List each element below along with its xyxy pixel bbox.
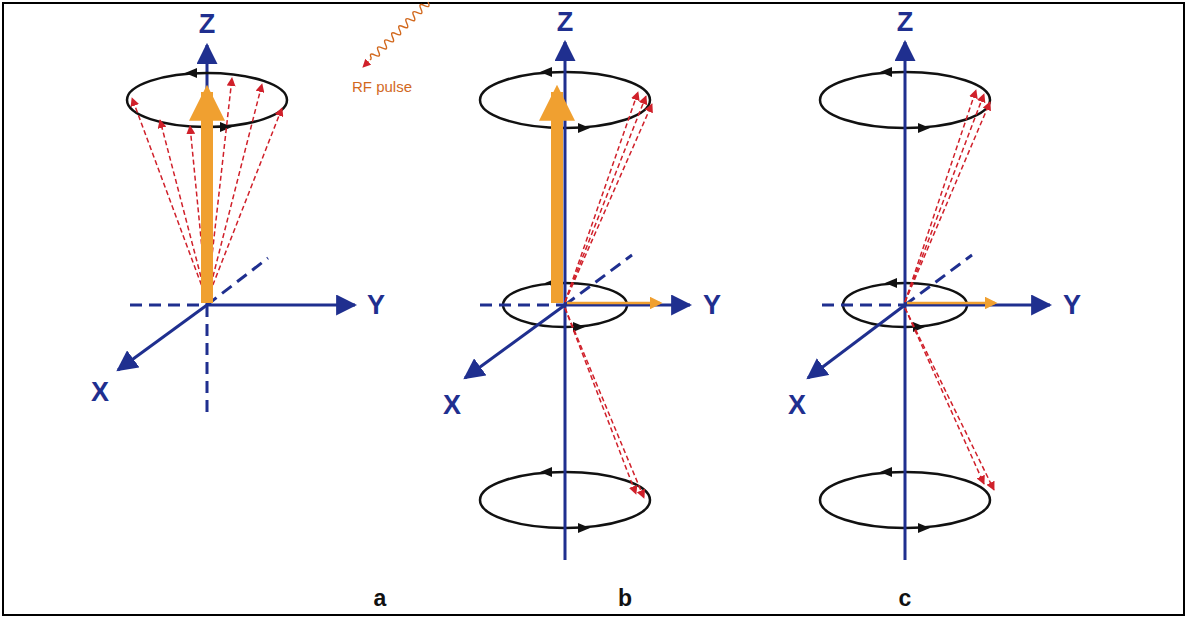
axis-label: X	[443, 392, 461, 419]
axis-label: Z	[199, 11, 216, 38]
axis-label: Y	[367, 292, 385, 319]
panel-a	[118, 45, 355, 415]
axis-label: X	[91, 379, 109, 406]
axis-label: Z	[897, 9, 914, 36]
rf-pulse-wave	[360, 0, 430, 70]
panel-c	[808, 42, 1050, 560]
pulse-label: RF pulse	[352, 79, 412, 94]
axis-label: X	[788, 392, 806, 419]
panel-letter: c	[899, 587, 912, 610]
panel-letter: a	[374, 587, 387, 610]
panel-letter: b	[618, 587, 632, 610]
axis-label: Y	[703, 292, 721, 319]
axis-label: Y	[1063, 292, 1081, 319]
axis-label: Z	[557, 9, 574, 36]
panel-b	[465, 42, 690, 560]
